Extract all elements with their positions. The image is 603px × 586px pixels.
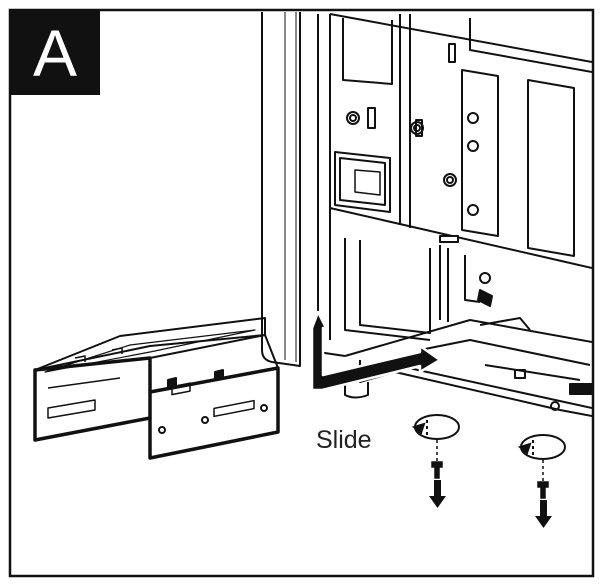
down-arrow-icon <box>429 480 446 508</box>
rotate-unscrew-icon <box>411 414 460 440</box>
down-arrow-icon <box>535 500 552 528</box>
screw-icon <box>537 460 549 499</box>
drive-cage-icon <box>33 317 280 460</box>
slide-label: Slide <box>316 426 372 454</box>
pc-case-icon <box>261 12 592 417</box>
slide-arrow-icon <box>310 310 442 392</box>
rotate-unscrew-icon <box>517 434 566 460</box>
step-label: A <box>10 10 100 95</box>
screw-icon <box>431 440 443 479</box>
page-border <box>8 8 595 578</box>
